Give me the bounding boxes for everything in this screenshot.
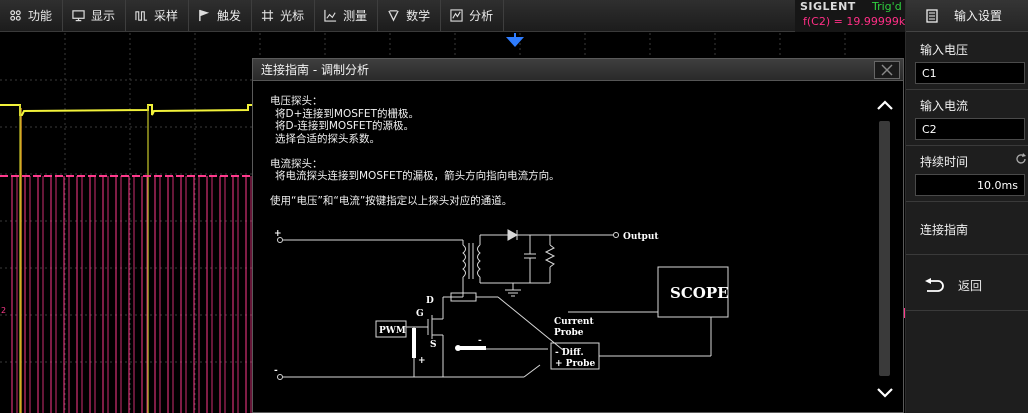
trigger-flag-icon [197, 9, 211, 23]
status-area [795, 0, 905, 32]
input-voltage-label: 输入电压 [920, 43, 969, 57]
close-icon [881, 64, 893, 76]
dialog-content: 电压探头： 将D+连接到MOSFET的栅极。 将D-连接到MOSFET的源极。 … [270, 95, 870, 208]
menu-analysis-label: 分析 [469, 9, 494, 23]
function-icon [8, 9, 22, 23]
brand-logo: SIGLENT [800, 0, 856, 13]
menu-analysis[interactable]: 分析 [441, 0, 505, 31]
dialog-close-button[interactable] [874, 61, 900, 79]
menu-bar: 功能 显示 采样 触发 光标 测量 数学 分析 [0, 0, 795, 32]
back-button[interactable]: 返回 [924, 277, 982, 294]
connection-diagram: + - Output SCOPE Current Probe - Diff. +… [274, 229, 729, 380]
menu-measure-label: 测量 [343, 9, 368, 23]
menu-trigger[interactable]: 触发 [189, 0, 253, 31]
input-current-field[interactable]: C2 [915, 118, 1025, 140]
menu-trigger-label: 触发 [217, 9, 242, 23]
dialog-title: 连接指南 - 调制分析 [261, 63, 369, 77]
waveform-canvas [0, 33, 905, 413]
menu-measure[interactable]: 测量 [315, 0, 379, 31]
side-panel: 输入设置 输入电压 C1 输入电流 C2 持续时间 10.0ms 连接指南 返回 [905, 0, 1028, 413]
voltage-probe-heading: 电压探头： [270, 95, 323, 107]
current-probe-line: 将电流探头连接到MOSFET的漏极，箭头方向指向电流方向。 [275, 170, 560, 182]
connection-guide-button[interactable]: 连接指南 [920, 223, 969, 237]
connection-guide-dialog: 连接指南 - 调制分析 电压探头： 将D+连接到MOSFET的栅极。 将D-连接… [252, 58, 904, 413]
menu-function-label: 功能 [28, 9, 53, 23]
acquire-icon [134, 9, 148, 23]
menu-cursor[interactable]: 光标 [252, 0, 316, 31]
menu-cursor-label: 光标 [280, 9, 305, 23]
diagram-gate-plus-label: + [418, 356, 426, 366]
menu-acquire-label: 采样 [154, 9, 179, 23]
channel-instruction: 使用“电压”和“电流”按键指定以上探头对应的通道。 [270, 195, 513, 207]
duration-field[interactable]: 10.0ms [915, 174, 1025, 196]
document-icon [926, 8, 940, 23]
back-arrow-icon [925, 277, 944, 292]
diagram-current-probe-label: Probe [554, 328, 584, 338]
menu-display[interactable]: 显示 [63, 0, 127, 31]
input-voltage-field[interactable]: C1 [915, 62, 1025, 84]
diagram-drain-label: D [426, 296, 434, 306]
diagram-gate-minus-label: - [478, 336, 482, 346]
menu-math-label: 数学 [406, 9, 431, 23]
diagram-diff-probe-label: + Probe [555, 359, 595, 369]
side-panel-title: 输入设置 [954, 9, 1003, 23]
trigger-position-marker [506, 37, 524, 47]
analysis-icon [449, 9, 463, 23]
waveform-display[interactable]: 2 [0, 33, 905, 413]
diagram-source-label: S [430, 340, 437, 350]
dialog-title-bar: 连接指南 - 调制分析 [253, 59, 903, 81]
back-label: 返回 [958, 279, 983, 293]
scroll-up-button[interactable] [875, 95, 895, 115]
input-current-label: 输入电流 [920, 99, 969, 113]
ch2-right-marker [903, 308, 905, 318]
refresh-icon[interactable] [1015, 153, 1027, 165]
menu-function[interactable]: 功能 [0, 0, 64, 31]
menu-display-label: 显示 [91, 9, 116, 23]
diagram-pwm-label: PWM [379, 326, 406, 336]
scroll-track[interactable] [879, 121, 890, 376]
menu-acquire[interactable]: 采样 [126, 0, 190, 31]
voltage-probe-line: 选择合适的探头系数。 [275, 132, 380, 145]
diagram-gate-label: G [416, 309, 424, 319]
side-panel-header: 输入设置 [906, 0, 1028, 32]
duration-label: 持续时间 [920, 155, 969, 169]
diagram-current-probe-label: Current [554, 317, 594, 327]
scroll-down-button[interactable] [875, 383, 895, 403]
chevron-down-icon [877, 388, 893, 398]
diagram-plus-label: + [274, 229, 282, 239]
ch2-marker: 2 [1, 306, 7, 315]
measure-icon [323, 9, 337, 23]
voltage-probe-line: 将D+连接到MOSFET的栅极。 [275, 107, 419, 120]
trigger-status: Trig'd [872, 0, 902, 13]
chevron-up-icon [877, 100, 893, 110]
diagram-minus-label: - [274, 366, 278, 376]
dialog-scrollbar[interactable] [875, 95, 893, 403]
math-icon [386, 9, 400, 23]
diagram-output-label: Output [623, 232, 659, 242]
diagram-scope-label: SCOPE [670, 284, 729, 302]
frequency-readout: f(C2) = 19.99999kHz [803, 15, 920, 28]
ch1-waveform [0, 104, 252, 116]
display-icon [71, 9, 85, 23]
menu-math[interactable]: 数学 [378, 0, 442, 31]
cursor-icon [260, 9, 274, 23]
current-probe-heading: 电流探头： [270, 157, 323, 170]
voltage-probe-line: 将D-连接到MOSFET的源极。 [275, 120, 414, 132]
diagram-diff-probe-label: - Diff. [555, 348, 584, 358]
